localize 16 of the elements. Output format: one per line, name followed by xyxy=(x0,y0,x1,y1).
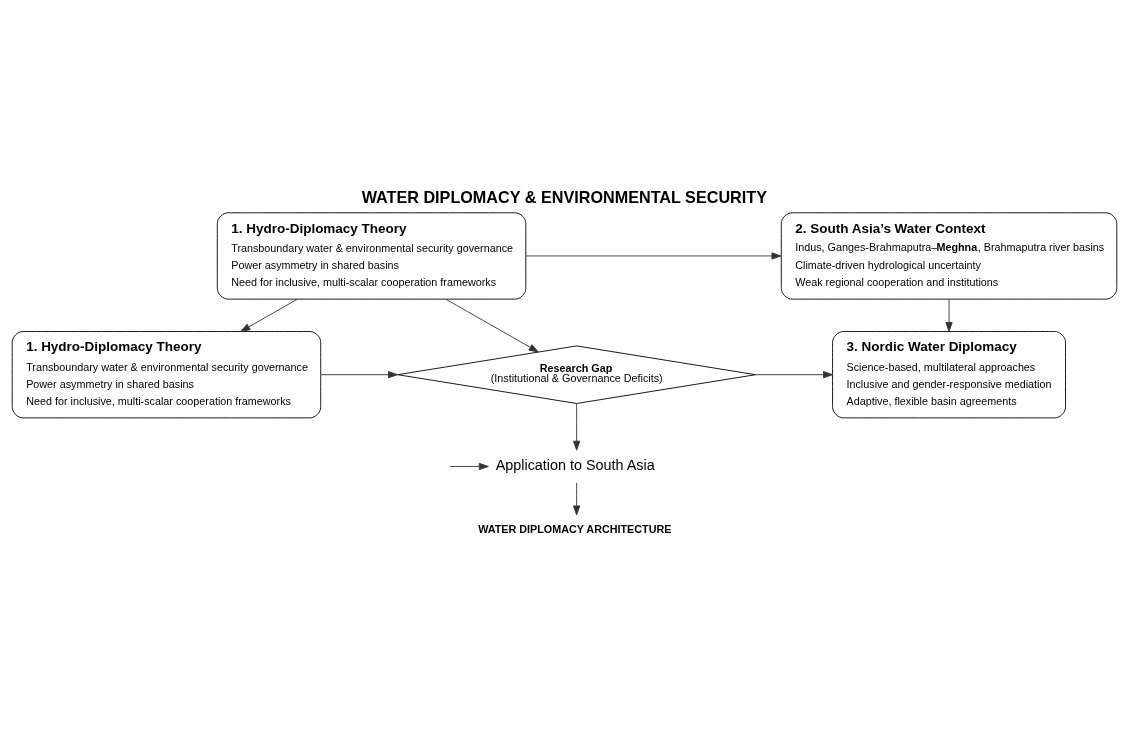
arrow xyxy=(320,370,398,378)
node-box: 1. Hydro-Diplomacy Theory Transboundary water & environmental security governance Power asymmetry in shared basins Need for inclusive, multi-scalar cooperation frameworks xyxy=(216,211,527,300)
arrow xyxy=(445,298,539,352)
arrow xyxy=(945,298,953,332)
node-text: Application to South Asia xyxy=(495,456,655,473)
arrow xyxy=(573,481,581,515)
node-text: WATER DIPLOMACY ARCHITECTURE xyxy=(478,522,672,535)
arrow xyxy=(573,402,581,451)
node-box: 2. South Asia’s Water Context Indus, Ganges-Brahmaputra–Meghna, Brahmaputra river basins Climate-driven hydrological uncertainty Weak regional cooperation and institutions xyxy=(780,211,1118,300)
diagram-title: WATER DIPLOMACY & ENVIRONMENTAL SECURITY xyxy=(361,187,767,206)
node-box: 3. Nordic Water Diplomacy Science-based, multilateral approaches Inclusive and gender-responsive mediation Adaptive, flexible basin agreements xyxy=(832,330,1066,418)
arrow xyxy=(755,370,833,378)
arrow xyxy=(525,251,782,260)
node-box: 1. Hydro-Diplomacy Theory Transboundary water & environmental security governance Power asymmetry in shared basins Need for inclusive, multi-scalar cooperation frameworks xyxy=(11,330,322,418)
arrow xyxy=(240,298,298,332)
arrow xyxy=(449,462,489,470)
